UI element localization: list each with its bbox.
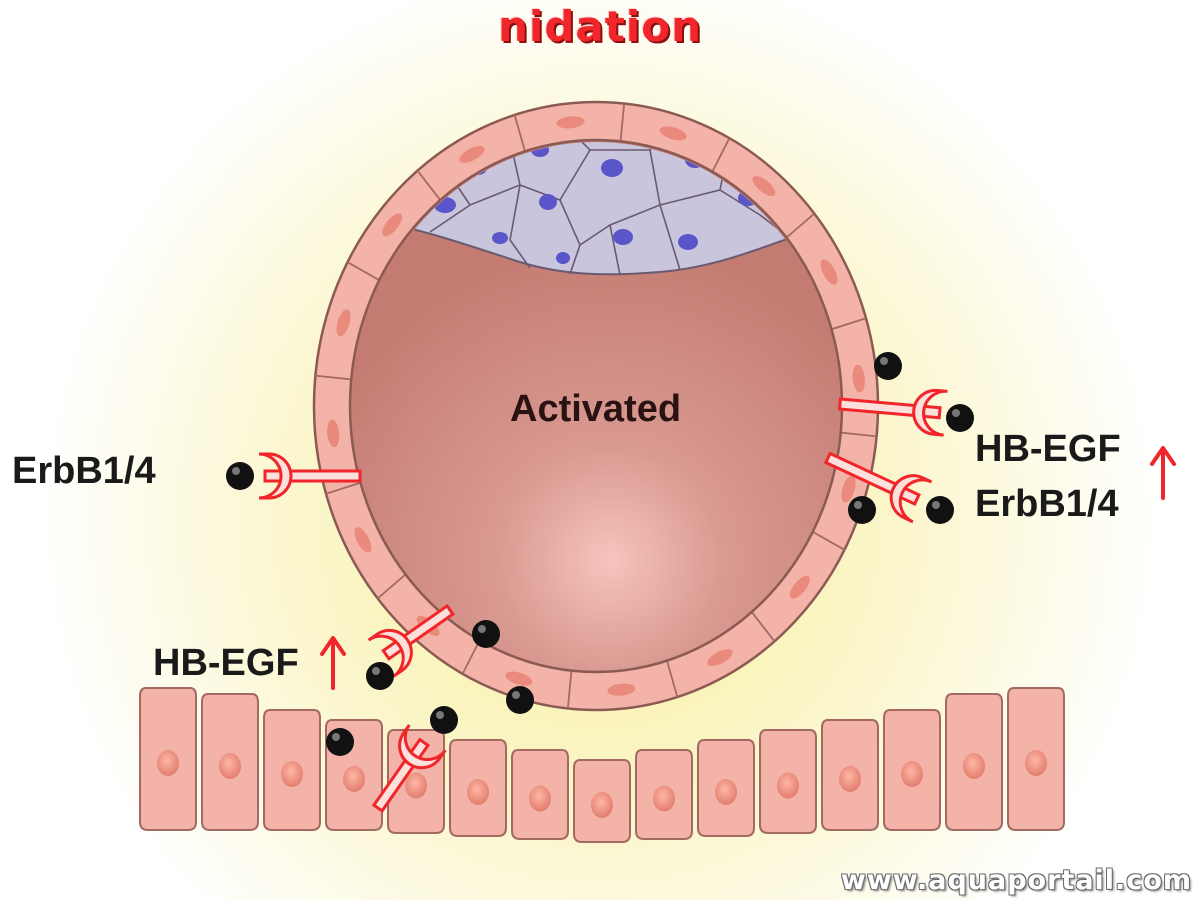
epithelial-nucleus xyxy=(405,772,427,799)
hb-egf-ligand xyxy=(946,404,974,432)
erbb-receptor xyxy=(837,388,948,437)
epithelial-nucleus xyxy=(653,785,675,812)
hb-egf-ligand xyxy=(506,686,534,714)
cell-nucleus xyxy=(852,364,865,393)
cell-wall xyxy=(785,212,815,239)
hb-egf-label-right: HB-EGF xyxy=(975,428,1121,470)
cell-nucleus xyxy=(820,259,838,285)
cell-nucleus xyxy=(556,116,585,129)
epithelial-nucleus xyxy=(777,772,799,799)
hb-egf-ligand xyxy=(926,496,954,524)
upregulation-arrows xyxy=(320,446,1176,690)
cell-wall xyxy=(315,374,352,381)
cell-nucleus xyxy=(382,213,403,237)
cell-nucleus xyxy=(607,683,636,696)
erbb-receptor xyxy=(367,603,455,678)
erbb-receptor xyxy=(371,724,447,813)
epithelial-nucleus xyxy=(901,761,923,787)
epithelial-nucleus xyxy=(591,792,613,818)
hb-egf-ligand xyxy=(430,706,458,734)
cell-wall xyxy=(416,170,441,201)
hb-egf-ligand xyxy=(226,462,254,490)
epithelial-nucleus xyxy=(343,766,365,792)
hb-egf-ligand xyxy=(326,728,354,756)
epithelial-nucleus xyxy=(963,753,985,779)
erbb-receptor xyxy=(258,452,362,500)
cell-nucleus xyxy=(459,145,485,163)
epithelial-nucleus xyxy=(529,785,551,812)
cell-nucleus xyxy=(659,126,687,141)
hb-egf-ligand xyxy=(848,496,876,524)
erbb-label-left: ErbB1/4 xyxy=(12,450,156,492)
cell-nucleus xyxy=(752,175,776,197)
cell-wall xyxy=(666,660,679,698)
cell-nucleus xyxy=(789,575,810,599)
cell-wall xyxy=(461,639,481,675)
epithelial-nucleus xyxy=(467,779,489,805)
cell-wall xyxy=(325,481,361,495)
cell-nucleus xyxy=(505,671,533,686)
cell-wall xyxy=(831,317,867,331)
epithelial-nucleus xyxy=(1025,750,1047,776)
cell-wall xyxy=(566,670,573,709)
cell-wall xyxy=(619,103,626,142)
blastocyst xyxy=(312,100,880,712)
diagram-title: nidation xyxy=(498,2,702,51)
hb-egf-ligands xyxy=(226,352,974,756)
epithelial-nucleus xyxy=(281,761,303,787)
cell-nucleus xyxy=(336,309,351,337)
hb-egf-ligand xyxy=(366,662,394,690)
cell-wall xyxy=(377,573,407,600)
up-arrow-icon xyxy=(320,636,346,690)
hb-egf-label-left: HB-EGF xyxy=(153,642,299,684)
cell-nucleus xyxy=(327,419,340,448)
hb-egf-ligand xyxy=(472,620,500,648)
up-arrow-icon xyxy=(1150,446,1176,500)
erbb-label-right: ErbB1/4 xyxy=(975,483,1119,525)
watermark-url: www.aquaportail.com xyxy=(840,865,1192,896)
epithelial-nucleus xyxy=(715,779,737,805)
epithelial-nucleus xyxy=(219,753,241,779)
trophoblast-cells xyxy=(315,103,877,709)
erbb-receptors xyxy=(258,388,948,813)
cell-wall xyxy=(347,261,380,281)
cell-wall xyxy=(751,611,776,642)
cell-wall xyxy=(840,431,877,438)
hb-egf-ligand xyxy=(874,352,902,380)
cell-wall xyxy=(513,114,526,152)
epithelial-nucleus xyxy=(157,750,179,776)
cell-nucleus xyxy=(354,527,372,553)
cell-wall xyxy=(711,137,731,173)
cell-wall xyxy=(812,531,845,551)
cell-nucleus xyxy=(841,475,856,503)
epithelial-nucleus xyxy=(839,766,861,792)
activated-label: Activated xyxy=(510,388,682,430)
cell-nucleus xyxy=(707,649,733,667)
